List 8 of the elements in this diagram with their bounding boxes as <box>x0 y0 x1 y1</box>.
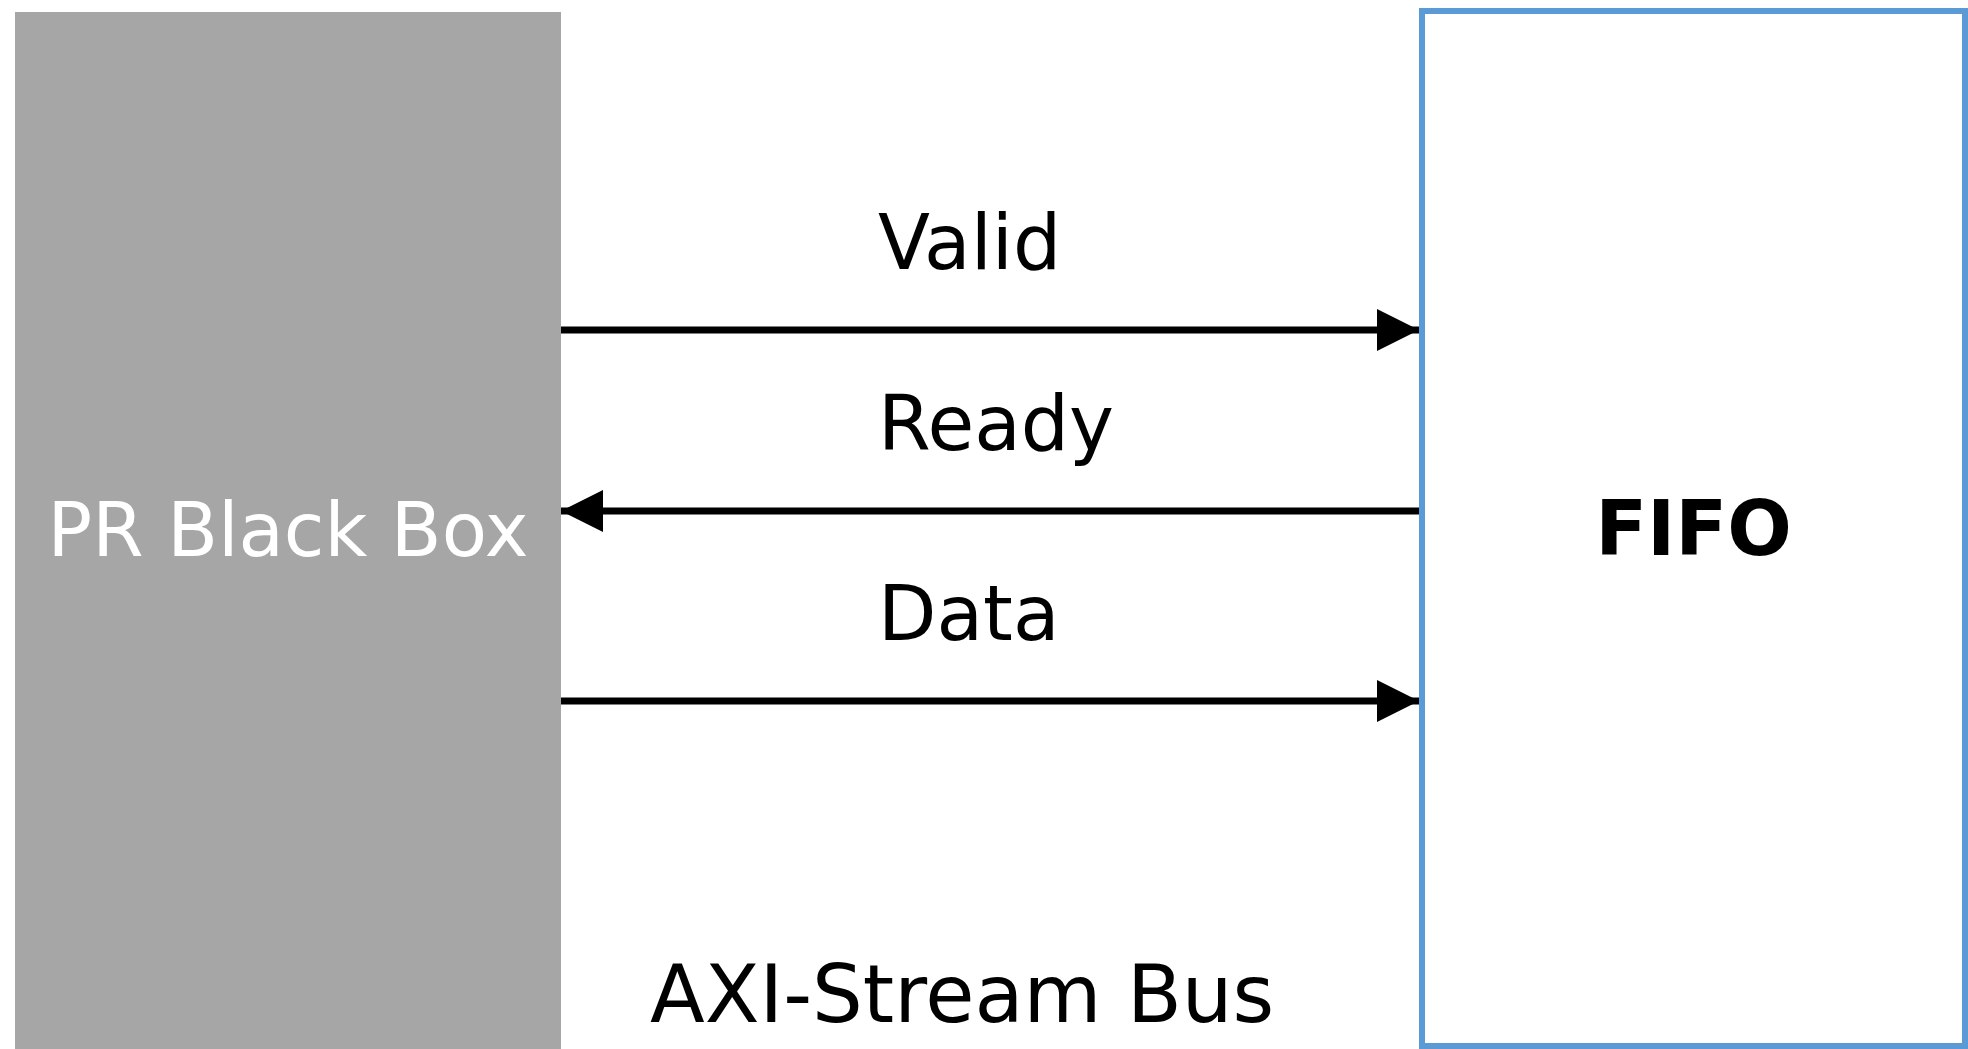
fifo-box <box>1419 8 1968 1049</box>
block-box <box>15 12 561 1049</box>
bus-label: AXI-Stream Bus <box>650 955 1275 1035</box>
arrow <box>561 680 1419 722</box>
node-label: FIFO <box>1594 486 1793 571</box>
node-label: PR Black Box <box>46 489 530 572</box>
arrow <box>561 490 1419 532</box>
arrow <box>561 309 1419 351</box>
